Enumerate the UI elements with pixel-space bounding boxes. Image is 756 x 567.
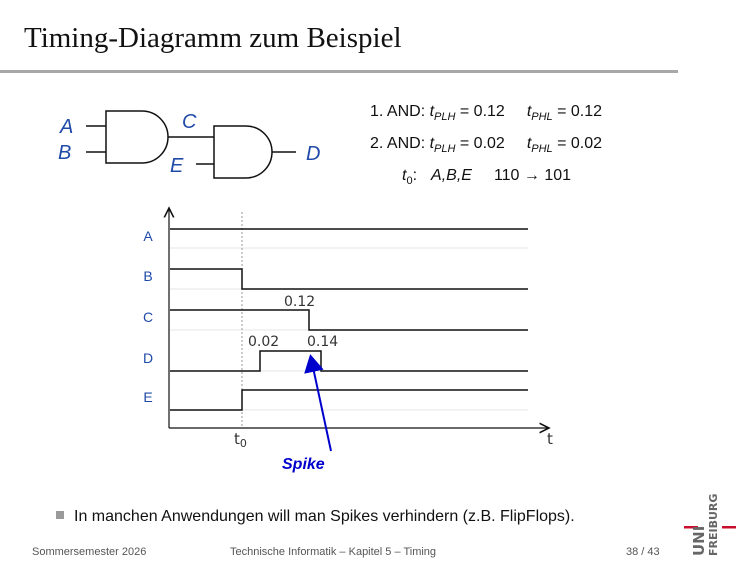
page-title: Timing-Diagramm zum Beispiel — [24, 22, 402, 54]
and-gate-2 — [213, 125, 273, 179]
title-divider — [0, 70, 678, 73]
waveform-b — [170, 268, 528, 290]
bullet-square-icon — [56, 511, 64, 519]
label-d: D — [306, 143, 320, 165]
waveform-c — [170, 309, 528, 331]
delay-label-c: 0.12 — [284, 294, 315, 310]
logo-bar-right — [722, 526, 736, 529]
logo-text-freiburg: FREIBURG — [707, 494, 720, 556]
bullet-text: In manchen Anwendungen will man Spikes v… — [74, 508, 575, 525]
and-gate-1 — [105, 110, 169, 164]
signal-label-d: D — [143, 350, 153, 366]
label-b: B — [58, 142, 71, 164]
delay-label-d-fall: 0.14 — [307, 334, 338, 350]
signal-label-e: E — [143, 389, 152, 405]
x-axis-label: t — [547, 430, 553, 448]
waveform-e — [170, 389, 528, 411]
signal-label-a: A — [143, 228, 153, 244]
label-a: A — [59, 116, 73, 138]
logo-bar-left — [684, 526, 698, 529]
footer-right: 38 / 43 — [626, 546, 660, 558]
footer-center: Technische Informatik – Kapitel 5 – Timi… — [230, 546, 437, 558]
label-e: E — [170, 155, 184, 177]
spike-arrow — [304, 354, 332, 452]
signal-label-c: C — [143, 309, 153, 325]
waveform-d — [170, 350, 528, 372]
label-c: C — [182, 111, 197, 133]
footer-left: Sommersemester 2026 — [32, 546, 147, 558]
spike-label: Spike — [282, 456, 325, 473]
t0-label: t0 — [234, 430, 247, 450]
logo-text-uni: UNI — [690, 526, 708, 556]
bullet-item: In manchen Anwendungen will man Spikes v… — [56, 508, 575, 526]
university-logo: UNI FREIBURG — [684, 494, 736, 556]
delay-label-d-rise: 0.02 — [248, 334, 279, 350]
signal-label-b: B — [143, 268, 152, 284]
